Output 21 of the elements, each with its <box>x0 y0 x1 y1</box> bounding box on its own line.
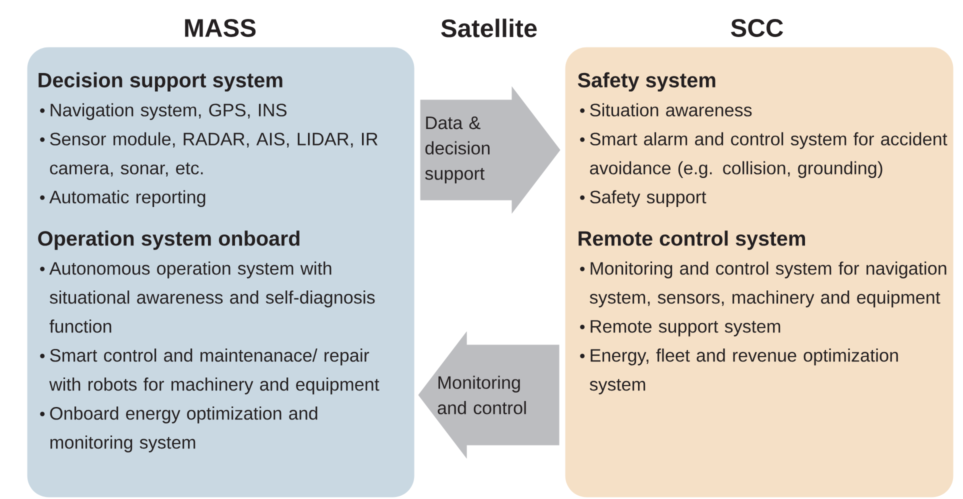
list-item: Navigation system, GPS, INS <box>50 103 286 120</box>
edge-label: Monitoring and control <box>438 376 526 414</box>
list-item: Remote support system <box>590 320 780 336</box>
panel-title: MASS <box>185 19 256 37</box>
list-item: Automatic reporting <box>49 190 206 207</box>
section-heading: Operation system onboard <box>38 230 300 250</box>
panel-title: SCC <box>731 19 784 37</box>
list-item: Sensor module, RADAR, AIS, LIDAR, IR camera, sonar, etc. <box>50 132 378 177</box>
list-item: Monitoring and control system for navigation system, sensors, machinery and equipment <box>590 262 946 308</box>
edge-label: Data & decision support <box>425 116 490 184</box>
list-item: Autonomous operation system with situational awareness and self-diagnosis function <box>49 262 375 333</box>
list-item: Smart control and maintenanace/ repair with robots for machinery and equipment <box>49 348 380 394</box>
section-heading: Safety system <box>578 72 716 92</box>
list-item: Onboard energy optimization and monitoring system <box>50 406 318 452</box>
section-heading: Remote control system <box>578 230 805 250</box>
section-heading: Decision support system <box>38 72 282 92</box>
list-item: Safety support <box>590 190 706 207</box>
column-title: Satellite <box>441 18 537 38</box>
list-item: Situation awareness <box>590 103 752 116</box>
list-item: Energy, fleet and revenue optimization system <box>590 348 898 394</box>
list-item: Smart alarm and control system for accident avoidance (e.g. collision, grounding) <box>590 132 948 178</box>
